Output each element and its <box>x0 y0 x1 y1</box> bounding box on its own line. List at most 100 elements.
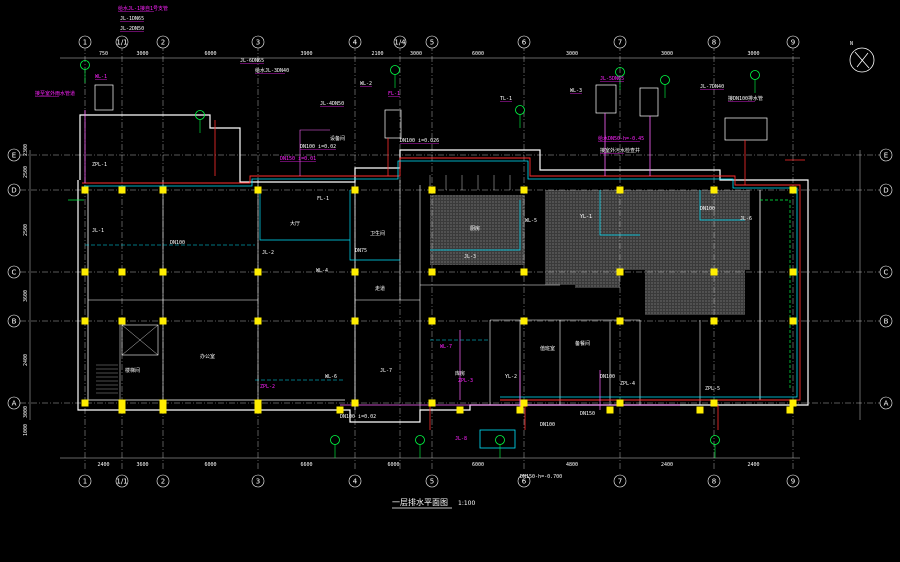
mid-note-4: WL-4 <box>316 268 328 274</box>
column-2-6 <box>428 317 436 325</box>
room-label-2: 办公室 <box>200 353 215 360</box>
grid-bubble-top-3-circle <box>251 35 265 49</box>
room-label-8: 值班室 <box>540 345 555 352</box>
pipe-annotations: 给水JL-1接自1号支管JL-1DN65JL-2DN50接至室外雨水管道JL-6… <box>35 5 763 480</box>
grid-bubble-right-3: B <box>884 318 889 326</box>
grid-bubble-top-5: 1/4 <box>394 39 406 47</box>
supply-branch-4 <box>599 190 640 236</box>
top-note-11: WL-3 <box>570 88 582 94</box>
grid-bubble-bottom-2-circle <box>156 474 170 488</box>
column-3-1 <box>118 399 126 407</box>
column-2-10 <box>789 317 797 325</box>
grid-bubble-top-1: 1/1 <box>116 39 127 47</box>
mid-note-10: DN100 <box>700 206 715 212</box>
column-3-8 <box>616 399 624 407</box>
bottom-note-0: ZPL-2 <box>260 384 275 390</box>
left-dim-1: 2500 <box>23 166 29 178</box>
column-extra-8 <box>786 406 794 414</box>
column-1-1 <box>118 268 126 276</box>
supply-branch-1 <box>259 190 350 241</box>
bottom-note-7: ZPL-4 <box>620 381 635 387</box>
supply-main <box>84 160 798 398</box>
grid-bubble-bottom-4-circle <box>348 474 362 488</box>
room-label-0: 卫生间 <box>370 230 385 237</box>
grid-bubble-top-0: 1 <box>83 39 87 47</box>
fire-valve-2 <box>390 65 400 75</box>
hatched-area-3 <box>645 270 745 315</box>
bottom-dim-0: 2400 <box>97 462 109 468</box>
grid-bubble-left-3-circle <box>7 314 21 328</box>
fire-valve-9 <box>710 435 720 445</box>
grid-bubble-top-2: 2 <box>161 39 165 47</box>
room-label-1: 厨房 <box>470 225 480 232</box>
bottom-dim-5: 6000 <box>472 462 484 468</box>
column-extra-1 <box>159 406 167 414</box>
top-note-16: 接室外污水检查井 <box>600 147 640 154</box>
column-0-6 <box>428 186 436 194</box>
bottom-note-2: JL-7 <box>380 368 392 374</box>
column-extra-0 <box>118 406 126 414</box>
supply-branch-3 <box>430 200 521 251</box>
column-1-9 <box>710 268 718 276</box>
grid-bubble-top-2-circle <box>156 35 170 49</box>
fire-valve-8 <box>415 435 425 445</box>
grid-bubble-right-4-circle <box>879 396 893 410</box>
supply-branch-5 <box>699 190 745 221</box>
bottom-note-11: ZPL-5 <box>705 386 720 392</box>
shaft-3 <box>639 87 659 117</box>
mid-note-8: WL-5 <box>525 218 537 224</box>
grid-bubble-top-5-circle <box>393 35 407 49</box>
grid-bubble-right-3-circle <box>879 314 893 328</box>
grid-bubble-top-7: 6 <box>522 39 527 47</box>
column-2-1 <box>118 317 126 325</box>
grid-bubble-bottom-6-circle <box>517 474 531 488</box>
top-note-15: 给水DN50-h=-0.45 <box>598 135 644 142</box>
fire-valve-6 <box>750 70 760 80</box>
column-0-3 <box>254 186 262 194</box>
drain-main <box>82 157 801 401</box>
hatched-area-0 <box>430 195 525 265</box>
column-3-0 <box>81 399 89 407</box>
grid-bubble-bottom-3-circle <box>251 474 265 488</box>
grid-bubble-bottom-8: 8 <box>712 478 716 486</box>
grid-bubble-bottom-5-circle <box>425 474 439 488</box>
fire-valve-10 <box>330 435 340 445</box>
fire-line <box>760 199 791 390</box>
left-dim-6: 1000 <box>23 424 29 436</box>
outer-wall <box>77 114 809 423</box>
mid-note-2: FL-1 <box>317 196 329 202</box>
column-3-4 <box>351 399 359 407</box>
grid-bubble-bottom-2: 2 <box>161 478 165 486</box>
column-3-2 <box>159 399 167 407</box>
mid-note-7: JL-3 <box>464 254 476 260</box>
structural-columns <box>81 186 797 414</box>
top-note-7: WL-2 <box>360 81 372 87</box>
column-2-4 <box>351 317 359 325</box>
bottom-dim-7: 2400 <box>661 462 673 468</box>
stair-box <box>121 324 159 356</box>
column-0-8 <box>616 186 624 194</box>
grid-bubble-right-2-circle <box>879 265 893 279</box>
shaft-1 <box>94 84 114 111</box>
top-dim-3: 3900 <box>300 51 312 57</box>
column-1-7 <box>520 268 528 276</box>
column-extra-5 <box>516 406 524 414</box>
bottom-note-12: WL-7 <box>440 344 452 350</box>
stair-x2 <box>121 324 159 356</box>
pump-pit <box>479 429 516 449</box>
column-extra-4 <box>456 406 464 414</box>
column-3-3 <box>254 399 262 407</box>
grid-bubble-bottom-0-circle <box>78 474 92 488</box>
room-label-5: 大厅 <box>290 220 300 227</box>
grid-bubble-top-4: 4 <box>353 39 358 47</box>
bottom-note-10: DN150-h=-0.700 <box>520 474 562 480</box>
room-label-6: 走道 <box>375 285 385 292</box>
grid-bubble-top-9-circle <box>707 35 721 49</box>
top-note-5: 给水JL-3DN40 <box>255 67 289 74</box>
top-note-19: DN100 i=0.026 <box>400 138 439 144</box>
grid-bubble-left-0: E <box>12 152 16 160</box>
mid-note-11: JL-6 <box>740 216 752 222</box>
